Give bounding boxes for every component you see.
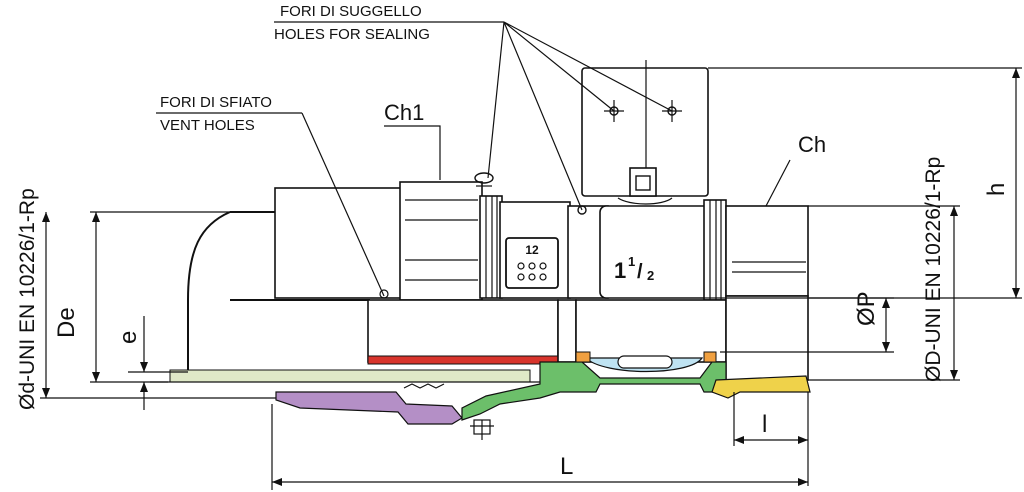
red-seal bbox=[367, 355, 559, 365]
thread-length-label: l bbox=[762, 411, 767, 438]
sealing-holes-label-it: FORI DI SUGGELLO bbox=[280, 3, 422, 20]
sealing-holes-label-en: HOLES FOR SEALING bbox=[274, 26, 430, 43]
vent-holes-label-en: VENT HOLES bbox=[160, 117, 255, 134]
orange-seat bbox=[575, 351, 717, 363]
ch-callout: Ch bbox=[765, 132, 826, 207]
yellow-part bbox=[711, 375, 811, 399]
ch-label: Ch bbox=[798, 132, 826, 157]
bore-label: ØP bbox=[853, 291, 880, 326]
compression-nut bbox=[274, 181, 503, 301]
size-numerator: 1 bbox=[628, 254, 635, 269]
pe-pipe bbox=[150, 211, 540, 383]
insert-section bbox=[367, 299, 577, 365]
length-label: L bbox=[560, 453, 573, 480]
thickness-label: e bbox=[115, 331, 142, 344]
ch1-label: Ch1 bbox=[384, 100, 424, 125]
dimension-L: L bbox=[271, 404, 808, 490]
sealing-hole-nut bbox=[474, 172, 494, 187]
pressure-value: 12 bbox=[525, 243, 539, 257]
pressure-marking: 12 bbox=[505, 237, 559, 289]
size-whole: 1 bbox=[614, 258, 626, 283]
dimension-arrows bbox=[42, 68, 1020, 486]
size-marking: 1 1 / 2 bbox=[614, 254, 654, 283]
dimension-e: e bbox=[115, 316, 188, 410]
purple-part bbox=[275, 391, 463, 425]
dimension-d bbox=[40, 212, 276, 399]
pipe-band bbox=[169, 369, 531, 383]
ch1-callout: Ch1 bbox=[384, 100, 441, 180]
grid-dots-icon bbox=[517, 262, 547, 281]
dimension-l: l bbox=[733, 392, 809, 486]
vent-holes-label-it: FORI DI SFIATO bbox=[160, 94, 272, 111]
vent-holes-callout: FORI DI SFIATO VENT HOLES bbox=[156, 94, 389, 299]
green-part bbox=[461, 361, 727, 421]
internal-section bbox=[275, 351, 811, 440]
size-slash: / bbox=[637, 261, 643, 283]
dimension-De: De bbox=[53, 211, 230, 383]
height-label: h bbox=[983, 183, 1010, 196]
dimension-D bbox=[808, 205, 960, 381]
valve-handle bbox=[581, 60, 709, 205]
size-denominator: 2 bbox=[647, 268, 654, 283]
outer-diameter-label: De bbox=[53, 307, 80, 338]
sealing-hole-body bbox=[577, 205, 587, 215]
pipe-diameter-label: Ød-UNI EN 10226/1-Rp bbox=[16, 188, 39, 410]
sealing-holes-callout: FORI DI SUGGELLO HOLES FOR SEALING bbox=[274, 3, 673, 211]
thread-diameter-label: ØD-UNI EN 10226/1-Rp bbox=[922, 157, 945, 382]
